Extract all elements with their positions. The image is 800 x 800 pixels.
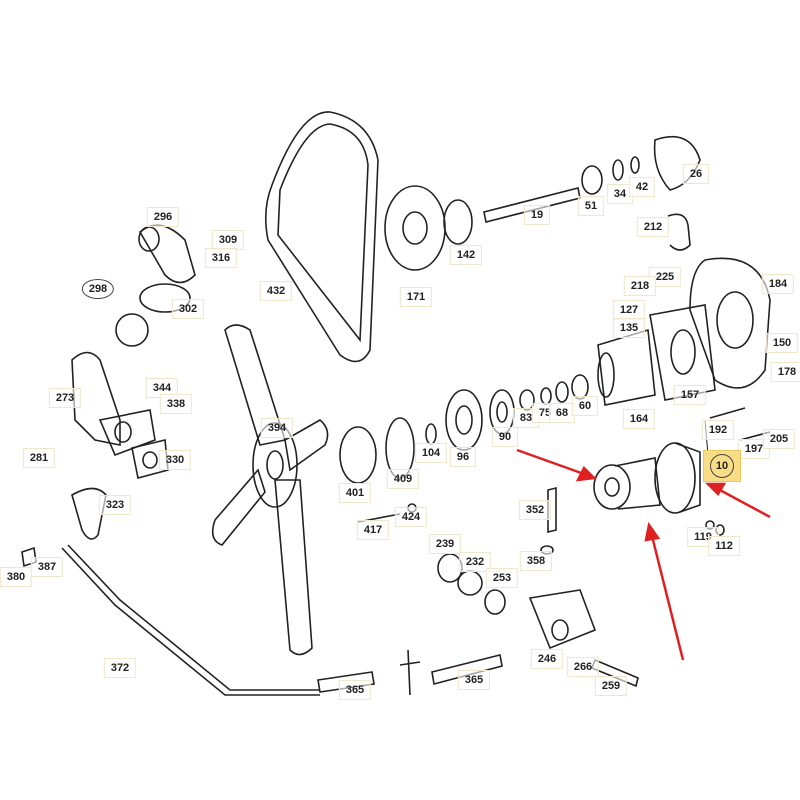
part-label: 380: [0, 567, 33, 587]
part-label: 135: [612, 318, 646, 338]
part-label: 19: [523, 205, 551, 225]
part-label: 42: [628, 177, 656, 197]
part-label: 409: [386, 469, 420, 489]
part-label: 365: [457, 670, 491, 690]
part-label: 352: [518, 500, 552, 520]
part-label: 246: [530, 649, 564, 669]
part-label: 104: [414, 443, 448, 463]
part-label: 281: [22, 448, 56, 468]
part-label: 232: [458, 552, 492, 572]
part-label: 150: [765, 333, 799, 353]
part-label: 218: [623, 276, 657, 296]
water-pump-10: [593, 442, 701, 514]
part-label: 372: [103, 658, 137, 678]
part-label: 296: [146, 207, 180, 227]
part-label: 178: [770, 362, 800, 382]
part-label: 338: [159, 394, 193, 414]
part-label: 344: [145, 378, 179, 398]
part-label: 323: [98, 495, 132, 515]
valve-block-246: [528, 589, 597, 650]
part-label: 192: [701, 420, 735, 440]
part-label: 259: [594, 676, 628, 696]
part-label: 171: [399, 287, 433, 307]
part-label: 309: [211, 230, 245, 250]
part-label: 90: [491, 427, 519, 447]
part-number-10: 10: [710, 454, 734, 478]
part-label: 197: [737, 439, 771, 459]
part-label: 253: [485, 568, 519, 588]
part-label: 316: [204, 248, 238, 268]
part-label: 330: [158, 450, 192, 470]
part-label: 34: [606, 184, 634, 204]
part-label: 358: [519, 551, 553, 571]
part-label: 239: [428, 534, 462, 554]
part-label: 298: [81, 279, 115, 299]
part-label: 212: [636, 217, 670, 237]
part-label: 51: [577, 196, 605, 216]
part-label: 205: [762, 429, 796, 449]
pulley-171: [384, 185, 446, 271]
part-label: 60: [571, 396, 599, 416]
part-label: 127: [612, 300, 646, 320]
part-label: 424: [394, 507, 428, 527]
part-label: 225: [648, 267, 682, 287]
part-label: 432: [259, 281, 293, 301]
bearing-housing: [597, 328, 656, 406]
part-label: 302: [171, 299, 205, 319]
part-label: 96: [449, 447, 477, 467]
part-label: 142: [449, 245, 483, 265]
part-label: 401: [338, 483, 372, 503]
thermostat-housing: [138, 224, 196, 284]
fan: [211, 324, 329, 656]
part-label: 266: [566, 657, 600, 677]
part-label: 184: [761, 274, 795, 294]
highlighted-part-label[interactable]: 10: [703, 450, 741, 482]
part-label: 112: [708, 536, 740, 556]
part-label: 394: [260, 418, 294, 438]
v-belt: [264, 111, 379, 363]
part-label: 157: [673, 385, 707, 405]
pulley-142: [443, 199, 473, 245]
part-label: 365: [338, 680, 372, 700]
part-label: 273: [48, 388, 82, 408]
part-label: 26: [682, 164, 710, 184]
pump-housing: [689, 257, 771, 389]
red-arrows: [516, 448, 771, 661]
part-label: 417: [356, 520, 390, 540]
part-label: 387: [30, 557, 64, 577]
part-label: 164: [622, 409, 656, 429]
